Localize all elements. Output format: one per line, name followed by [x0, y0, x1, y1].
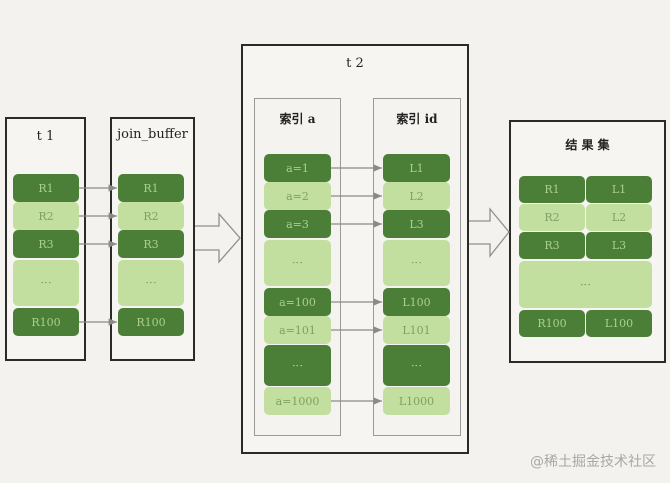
index-id-row: L2 — [383, 182, 450, 210]
ellipsis-text: ⋮ — [39, 277, 53, 289]
join-buffer-row-ellipsis: ⋮ — [118, 260, 184, 306]
ellipsis-text: ⋮ — [291, 359, 304, 372]
result-row-r100: R100 — [519, 310, 585, 337]
ellipsis-text: ⋮ — [410, 359, 423, 372]
t1-row-r2: R2 — [13, 202, 79, 230]
ellipsis-text: ⋮ — [144, 277, 158, 289]
t1-row-r1: R1 — [13, 174, 79, 202]
join-buffer-title: join_buffer — [117, 127, 188, 142]
result-row-l2: L2 — [586, 204, 652, 231]
result-set-title: 结 果 集 — [565, 138, 610, 152]
t1-row-ellipsis: ⋮ — [13, 260, 79, 306]
result-row-l3: L3 — [586, 232, 652, 259]
result-row-r2: R2 — [519, 204, 585, 231]
join-buffer-row-r1: R1 — [118, 174, 184, 202]
result-row-l1: L1 — [586, 176, 652, 203]
index-a-row: a=1 — [264, 154, 331, 182]
t2-title: t 2 — [346, 56, 364, 71]
t1-title: t 1 — [36, 129, 55, 144]
index-id-row: L3 — [383, 210, 450, 238]
ellipsis-text: ⋮ — [579, 278, 592, 291]
index-id-row: L100 — [383, 288, 450, 316]
ellipsis-text: ⋮ — [410, 257, 423, 269]
t1-row-r100: R100 — [13, 308, 79, 336]
index-id-row-ellipsis: ⋮ — [383, 240, 450, 286]
result-row-l100: L100 — [586, 310, 652, 337]
ellipsis-text: ⋮ — [291, 257, 304, 269]
big-arrow-t2-to-result — [469, 207, 510, 258]
result-row-r3: R3 — [519, 232, 585, 259]
join-buffer-row-r100: R100 — [118, 308, 184, 336]
index-id-row: L1000 — [383, 387, 450, 415]
join-buffer-row-r3: R3 — [118, 230, 184, 258]
index-a-row: a=100 — [264, 288, 331, 316]
join-buffer-row-r2: R2 — [118, 202, 184, 230]
index-a-row: a=1000 — [264, 387, 331, 415]
index-a-row: a=3 — [264, 210, 331, 238]
big-arrow-buffer-to-t2 — [195, 212, 241, 264]
index-id-row: L101 — [383, 316, 450, 344]
index-a-row-ellipsis: ⋮ — [264, 345, 331, 386]
result-row-ellipsis: ⋮ — [519, 261, 652, 308]
index-a-title: 索引 a — [279, 112, 316, 126]
index-id-row: L1 — [383, 154, 450, 182]
index-a-row: a=101 — [264, 316, 331, 344]
result-row-r1: R1 — [519, 176, 585, 203]
watermark: @稀土掘金技术社区 — [530, 454, 656, 470]
index-a-row: a=2 — [264, 182, 331, 210]
index-a-row-ellipsis: ⋮ — [264, 240, 331, 286]
t1-row-r3: R3 — [13, 230, 79, 258]
index-id-row-ellipsis: ⋮ — [383, 345, 450, 386]
index-id-title: 索引 id — [396, 112, 438, 126]
